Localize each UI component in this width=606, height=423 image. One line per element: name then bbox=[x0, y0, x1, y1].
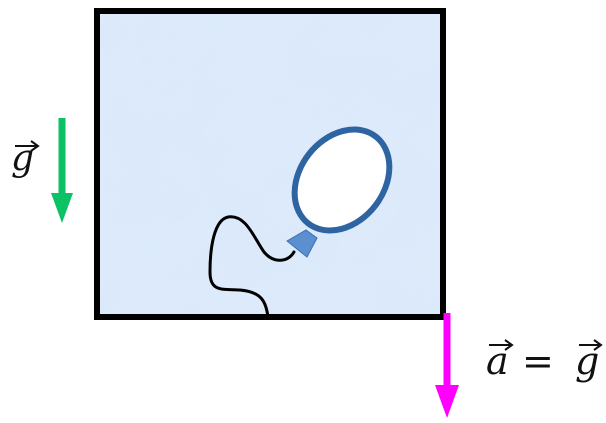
arrow-down-icon bbox=[51, 193, 73, 223]
acceleration-equation: a = g bbox=[486, 339, 601, 383]
arrow-down-icon bbox=[435, 385, 459, 418]
equals-sign: = bbox=[522, 339, 554, 383]
gravity-label: g bbox=[11, 138, 38, 179]
acceleration-vector: a = g bbox=[435, 313, 601, 418]
gravity-symbol: g bbox=[11, 138, 34, 179]
gravity-vector: g bbox=[11, 118, 73, 223]
